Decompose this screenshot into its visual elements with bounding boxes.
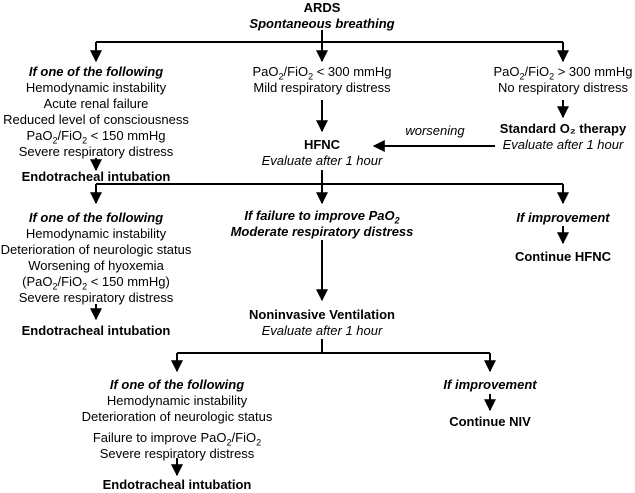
l3-left-item: Severe respiratory distress: [99, 446, 255, 461]
standard-o2-title: Standard O₂ therapy: [499, 121, 627, 136]
l2-left-item: Worsening of hyoxemia: [28, 258, 164, 273]
l1-center-criteria: PaO2/FiO2 < 300 mmHg Mild respiratory di…: [232, 64, 412, 96]
l1-left-pf-ratio: PaO2/FiO2 < 150 mmHg: [26, 128, 166, 146]
worsening-label: worsening: [405, 123, 465, 138]
continue-niv: Continue NIV: [449, 414, 531, 429]
l2-left-item: Severe respiratory distress: [18, 290, 174, 305]
l2-right-node: If improvement: [498, 210, 628, 226]
l3-left-item: Deterioration of neurologic status: [81, 409, 273, 424]
l1-left-item: Severe respiratory distress: [18, 144, 174, 159]
niv-node: Noninvasive Ventilation Evaluate after 1…: [222, 307, 422, 339]
l2-center-line1: If failure to improve PaO2: [244, 208, 400, 226]
ards-node: ARDS Spontaneous breathing: [222, 0, 422, 32]
l1-left-criteria: If one of the following Hemodynamic inst…: [0, 64, 192, 160]
l1-left-item: Reduced level of consciousness: [3, 112, 189, 127]
standard-o2-node: Standard O₂ therapy Evaluate after 1 hou…: [488, 121, 635, 153]
l3-right-node: If improvement: [425, 377, 555, 393]
hfnc-eval: Evaluate after 1 hour: [261, 153, 383, 168]
continue-hfnc: Continue HFNC: [514, 249, 612, 264]
l1-left-header: If one of the following: [28, 64, 164, 79]
l1-left-item: Acute renal failure: [43, 96, 149, 111]
l2-left-item: Hemodynamic instability: [25, 226, 167, 241]
l3-left-criteria: If one of the following Hemodynamic inst…: [77, 377, 277, 462]
l1-left-outcome: Endotracheal intubation: [21, 169, 171, 184]
l1-right-criteria: PaO2/FiO2 > 300 mmHg No respiratory dist…: [478, 64, 635, 96]
l2-center-line2: Moderate respiratory distress: [230, 224, 414, 239]
l1-left-item: Hemodynamic instability: [25, 80, 167, 95]
l3-left-header: If one of the following: [109, 377, 245, 392]
l2-left-header: If one of the following: [28, 210, 164, 225]
l2-left-criteria: If one of the following Hemodynamic inst…: [0, 210, 192, 306]
l3-left-item: Hemodynamic instability: [106, 393, 248, 408]
l2-left-pf-ratio: (PaO2/FiO2 < 150 mmHg): [22, 274, 170, 292]
l3-right-header: If improvement: [443, 377, 537, 392]
l1-center-pf-ratio: PaO2/FiO2 < 300 mmHg: [252, 64, 392, 82]
niv-eval: Evaluate after 1 hour: [261, 323, 383, 338]
ards-subtitle: Spontaneous breathing: [249, 16, 395, 31]
l2-left-item: Deterioration of neurologic status: [0, 242, 192, 257]
l1-right-pf-ratio: PaO2/FiO2 > 300 mmHg: [493, 64, 633, 82]
standard-o2-eval: Evaluate after 1 hour: [502, 137, 624, 152]
l2-right-header: If improvement: [516, 210, 610, 225]
l1-center-line2: Mild respiratory distress: [253, 80, 391, 95]
niv-title: Noninvasive Ventilation: [249, 307, 395, 322]
l3-left-outcome: Endotracheal intubation: [102, 477, 252, 492]
ards-title: ARDS: [303, 0, 341, 15]
l3-left-pf-ratio: Failure to improve PaO2/FiO2: [92, 430, 262, 448]
l2-left-outcome: Endotracheal intubation: [21, 323, 171, 338]
hfnc-node: HFNC Evaluate after 1 hour: [242, 137, 402, 169]
l2-center-criteria: If failure to improve PaO2 Moderate resp…: [222, 208, 422, 240]
l1-right-line2: No respiratory distress: [497, 80, 629, 95]
hfnc-title: HFNC: [303, 137, 341, 152]
